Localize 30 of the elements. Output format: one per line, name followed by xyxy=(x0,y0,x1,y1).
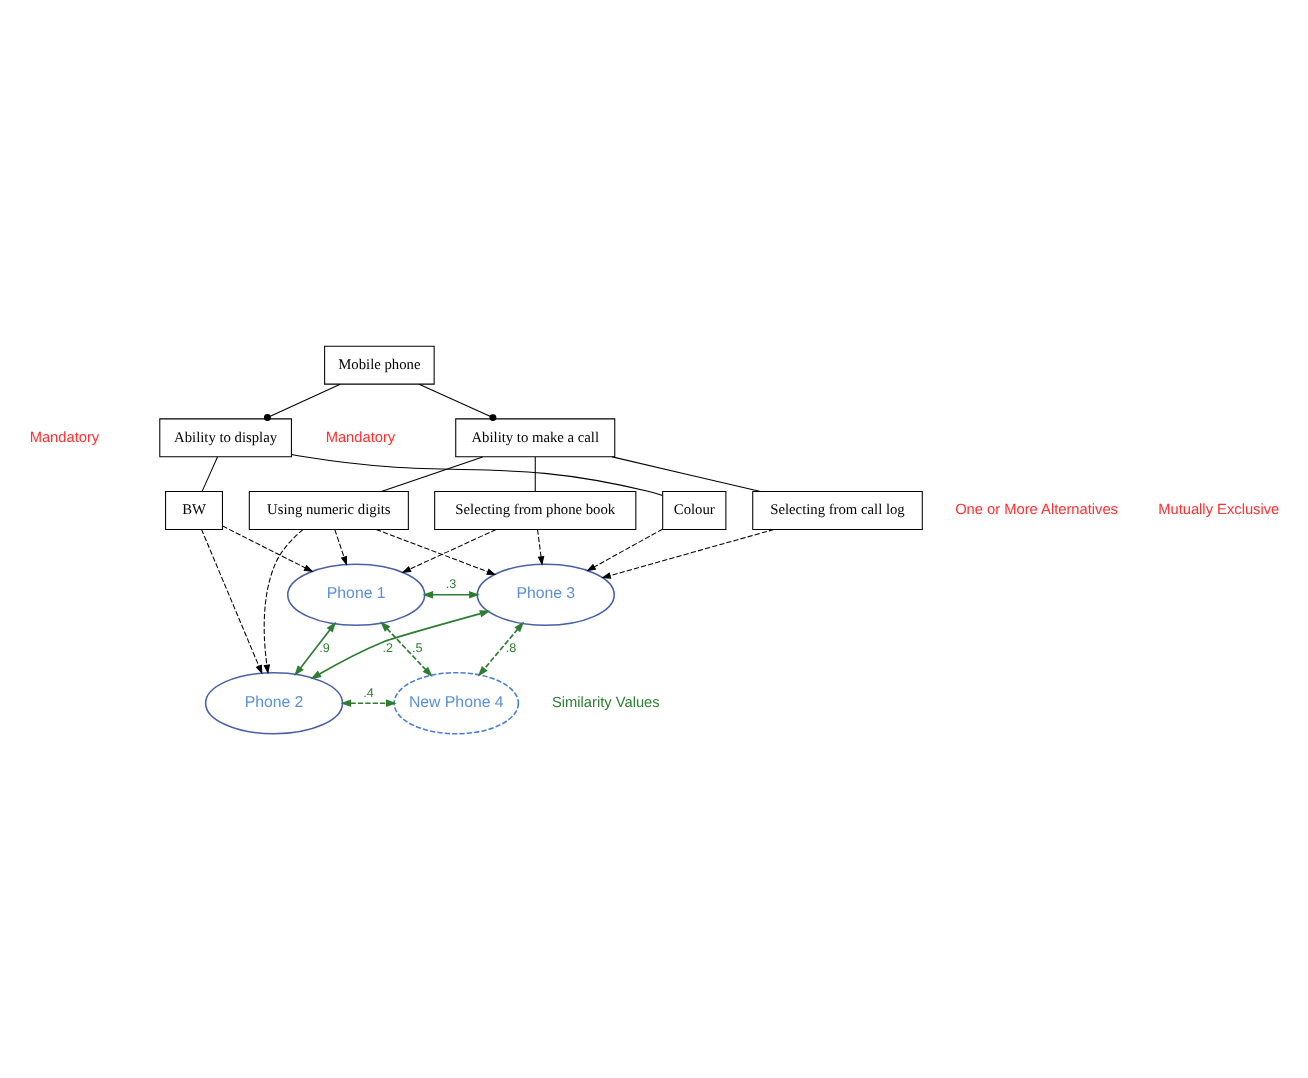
arrow xyxy=(340,698,397,707)
connector xyxy=(611,455,762,492)
node-box: Ability to display xyxy=(159,417,292,457)
arrow xyxy=(401,528,497,572)
node-box: BW xyxy=(165,490,223,529)
arrow xyxy=(422,590,480,598)
connector xyxy=(418,382,497,421)
node-box: Colour xyxy=(662,490,727,529)
node-box: Using numeric digits xyxy=(248,490,409,529)
arrow xyxy=(263,528,304,674)
node-box: Selecting from call log xyxy=(752,490,923,529)
connector xyxy=(201,455,218,491)
arrow xyxy=(477,620,525,676)
arrow xyxy=(380,620,433,677)
connector xyxy=(380,455,484,492)
arrow xyxy=(310,609,491,679)
arrow xyxy=(201,527,263,674)
arrow xyxy=(334,528,348,565)
arrow xyxy=(601,527,775,578)
node-box: Selecting from phone book xyxy=(434,490,637,529)
arrow xyxy=(294,620,337,676)
arrow xyxy=(375,527,497,574)
connector xyxy=(263,382,341,421)
connector xyxy=(534,455,536,491)
connector xyxy=(290,452,663,496)
node-box: Ability to make a call xyxy=(455,417,616,457)
arrow xyxy=(586,527,663,571)
arrow xyxy=(222,524,314,572)
node-box: Mobile phone xyxy=(324,344,435,384)
arrow xyxy=(537,528,545,565)
